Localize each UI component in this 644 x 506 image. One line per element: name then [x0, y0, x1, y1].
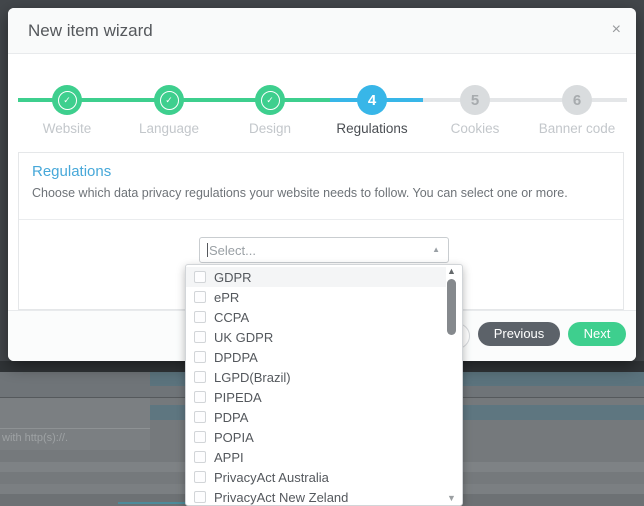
option-label: APPI	[214, 449, 244, 465]
check-glyph: ✓	[63, 94, 71, 105]
step-label: Design	[248, 121, 292, 136]
modal-title: New item wizard	[28, 21, 153, 40]
option-appi[interactable]: APPI	[186, 447, 446, 467]
option-uk-gdpr[interactable]: UK GDPR	[186, 327, 446, 347]
option-label: DPDPA	[214, 349, 258, 365]
check-icon: ✓	[255, 85, 285, 115]
option-epr[interactable]: ePR	[186, 287, 446, 307]
regulations-dropdown: GDPR ePR CCPA UK GDPR DPDPA LGPD(Brazil) PIPED…	[185, 264, 463, 506]
bg-panel	[0, 398, 150, 450]
close-icon[interactable]: ×	[611, 21, 621, 38]
checkbox[interactable]	[194, 391, 206, 403]
checkbox[interactable]	[194, 411, 206, 423]
option-label: GDPR	[214, 269, 252, 285]
option-pipeda[interactable]: PIPEDA	[186, 387, 446, 407]
step-design[interactable]: ✓ Design	[220, 85, 320, 145]
scroll-down-icon[interactable]: ▼	[447, 493, 456, 503]
step-number: 5	[460, 85, 490, 115]
checkbox[interactable]	[194, 431, 206, 443]
bg-divider	[0, 428, 150, 429]
previous-button[interactable]: Previous	[478, 322, 560, 346]
text-cursor	[207, 243, 208, 257]
option-label: PIPEDA	[214, 389, 262, 405]
stepper-track-upcoming	[423, 98, 627, 102]
step-label: Banner code	[538, 121, 616, 136]
checkbox[interactable]	[194, 291, 206, 303]
option-label: PrivacyAct New Zeland	[214, 489, 349, 505]
background-hint-text: with http(s)://.	[2, 432, 69, 444]
option-privacyact-new-zeland[interactable]: PrivacyAct New Zeland	[186, 487, 446, 505]
next-button[interactable]: Next	[568, 322, 626, 346]
option-ccpa[interactable]: CCPA	[186, 307, 446, 327]
check-ring: ✓	[57, 90, 77, 110]
checkbox[interactable]	[194, 331, 206, 343]
step-language[interactable]: ✓ Language	[119, 85, 219, 145]
option-popia[interactable]: POPIA	[186, 427, 446, 447]
step-heading: Regulations	[32, 163, 112, 180]
option-label: POPIA	[214, 429, 254, 445]
regulations-select[interactable]: Select... ▲	[199, 237, 449, 263]
check-icon: ✓	[154, 85, 184, 115]
step-description: Choose which data privacy regulations yo…	[32, 186, 568, 200]
scroll-up-icon[interactable]: ▲	[447, 266, 456, 276]
step-label: Language	[138, 121, 200, 136]
checkbox[interactable]	[194, 351, 206, 363]
step-website[interactable]: ✓ Website	[17, 85, 117, 145]
chevron-up-icon[interactable]: ▲	[432, 245, 440, 254]
bg-band	[0, 372, 150, 386]
checkbox[interactable]	[194, 471, 206, 483]
check-glyph: ✓	[165, 94, 173, 105]
check-ring: ✓	[159, 90, 179, 110]
step-label: Cookies	[450, 121, 500, 136]
dropdown-scrollbar[interactable]: ▲ ▼	[446, 266, 458, 503]
select-placeholder: Select...	[209, 242, 256, 258]
checkbox[interactable]	[194, 451, 206, 463]
step-number: 6	[562, 85, 592, 115]
option-privacyact-australia[interactable]: PrivacyAct Australia	[186, 467, 446, 487]
checkbox[interactable]	[194, 491, 206, 503]
option-label: CCPA	[214, 309, 250, 325]
option-pdpa[interactable]: PDPA	[186, 407, 446, 427]
option-dpdpa[interactable]: DPDPA	[186, 347, 446, 367]
check-icon: ✓	[52, 85, 82, 115]
option-lgpd-brazil-[interactable]: LGPD(Brazil)	[186, 367, 446, 387]
check-glyph: ✓	[266, 94, 274, 105]
modal-header: New item wizard ×	[8, 8, 636, 54]
regulations-options: GDPR ePR CCPA UK GDPR DPDPA LGPD(Brazil) PIPED…	[186, 267, 446, 505]
checkbox[interactable]	[194, 371, 206, 383]
step-label: Regulations	[336, 121, 408, 136]
option-gdpr[interactable]: GDPR	[186, 267, 446, 287]
option-label: PrivacyAct Australia	[214, 469, 329, 485]
check-ring: ✓	[260, 90, 280, 110]
option-label: LGPD(Brazil)	[214, 369, 291, 385]
option-label: PDPA	[214, 409, 249, 425]
step-number: 4	[357, 85, 387, 115]
step-label: Website	[42, 121, 92, 136]
option-label: UK GDPR	[214, 329, 274, 345]
scrollbar-thumb[interactable]	[447, 279, 456, 335]
checkbox[interactable]	[194, 271, 206, 283]
option-label: ePR	[214, 289, 240, 305]
checkbox[interactable]	[194, 311, 206, 323]
divider	[19, 219, 623, 220]
